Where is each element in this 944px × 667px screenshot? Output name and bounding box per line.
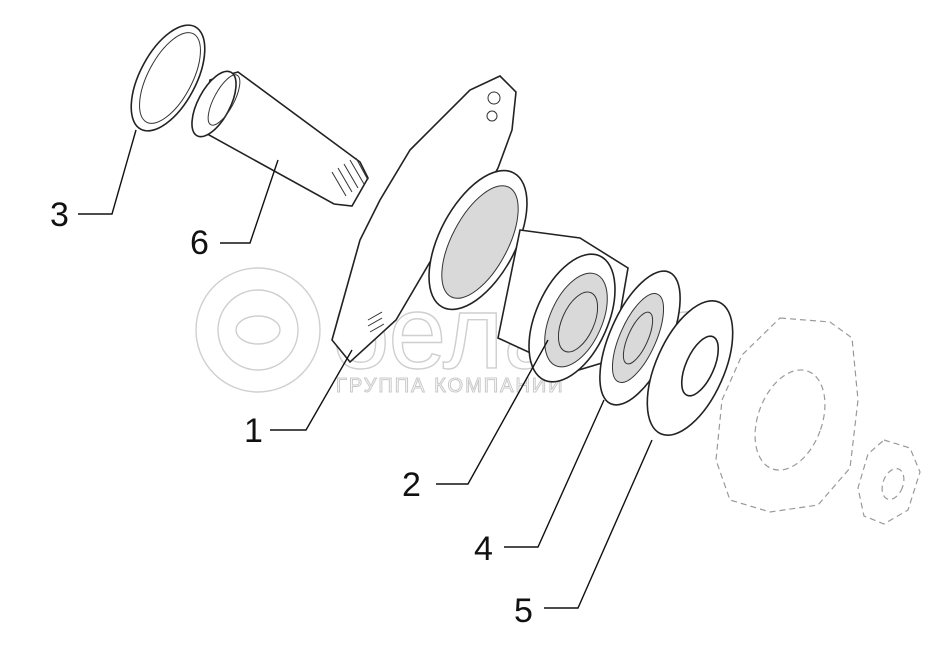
callout-2: 2	[402, 466, 421, 504]
part-3-ring	[130, 24, 206, 132]
part-2-bearing	[497, 229, 629, 383]
callout-3: 3	[50, 196, 69, 234]
leader-1	[270, 349, 353, 431]
callout-labels: 3 6 1 2 4 5	[50, 196, 533, 630]
leader-6	[220, 159, 279, 244]
leader-5	[544, 439, 653, 609]
leader-4	[504, 399, 605, 548]
callout-6: 6	[190, 224, 209, 262]
watermark-logo-mark	[195, 267, 321, 393]
callout-4: 4	[474, 530, 493, 568]
leader-3	[78, 129, 137, 215]
leader-2	[436, 339, 549, 485]
part-5-washer	[646, 299, 734, 437]
callout-1: 1	[244, 412, 263, 450]
callout-5: 5	[514, 592, 533, 630]
watermark-subtitle: ГРУППА КОМПАНИЙ	[336, 373, 565, 397]
part-6-shaft	[191, 70, 369, 207]
hub-knurl	[367, 311, 385, 333]
shaft-thread	[331, 157, 369, 197]
ghost-housing	[715, 317, 921, 525]
leader-lines	[78, 129, 653, 609]
part-1-hub	[331, 75, 528, 364]
